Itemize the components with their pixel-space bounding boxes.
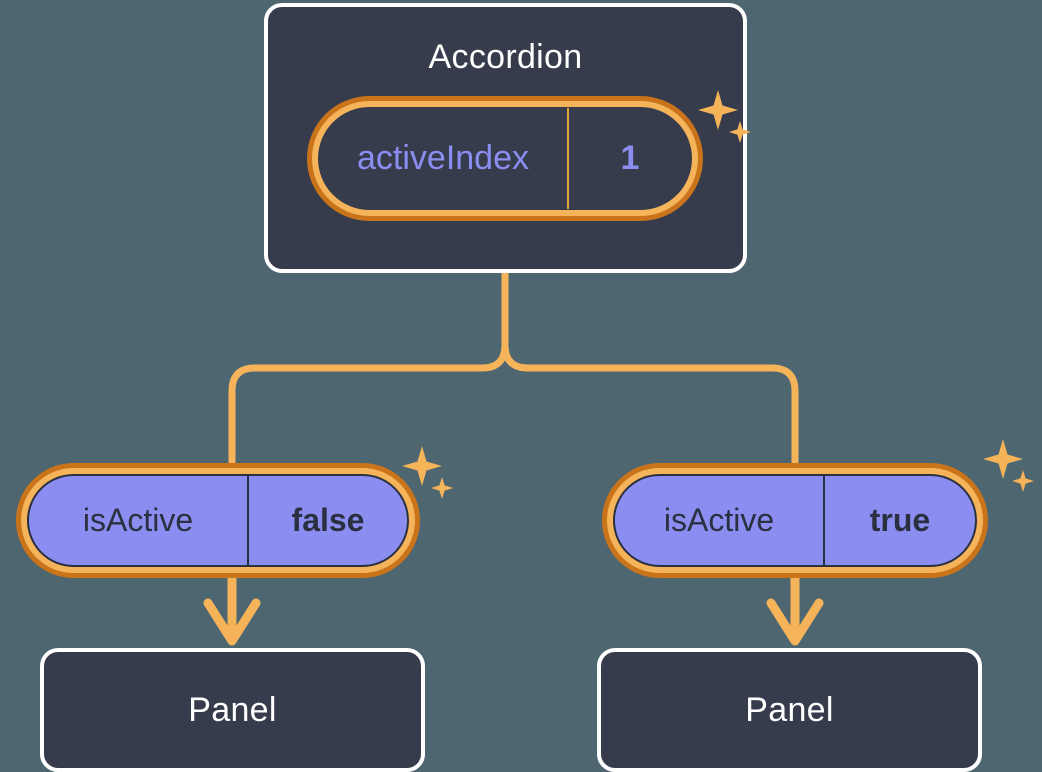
state-value-label: true <box>869 502 931 538</box>
pill-ring: activeIndex 1 <box>312 101 698 216</box>
arrow-down-icon-left <box>203 598 261 646</box>
pill-body: isActive true <box>613 474 977 567</box>
pill-ring: isActive false <box>21 468 415 573</box>
accordion-title: Accordion <box>428 38 583 76</box>
panel-title: Panel <box>188 691 277 729</box>
panel-component-left[interactable]: Panel <box>40 648 425 772</box>
pill-body: activeIndex 1 <box>318 107 692 210</box>
state-pill-active-index[interactable]: activeIndex 1 <box>307 96 703 221</box>
pill-ring: isActive true <box>607 468 983 573</box>
state-pill-is-active-left[interactable]: isActive false <box>16 463 420 578</box>
state-pill-is-active-right[interactable]: isActive true <box>602 463 988 578</box>
connector-root-to-right <box>501 269 799 466</box>
panel-component-right[interactable]: Panel <box>597 648 982 772</box>
sparkle-icon <box>979 436 1041 498</box>
state-value-label: false <box>291 502 365 538</box>
state-key-label: isActive <box>29 476 249 565</box>
state-value-label: 1 <box>620 139 640 177</box>
state-key-label: activeIndex <box>319 108 569 209</box>
pill-body: isActive false <box>27 474 409 567</box>
panel-title: Panel <box>745 691 834 729</box>
connector-root-to-left <box>228 269 509 466</box>
arrow-down-icon-right <box>766 598 824 646</box>
state-key-label: isActive <box>615 476 825 565</box>
